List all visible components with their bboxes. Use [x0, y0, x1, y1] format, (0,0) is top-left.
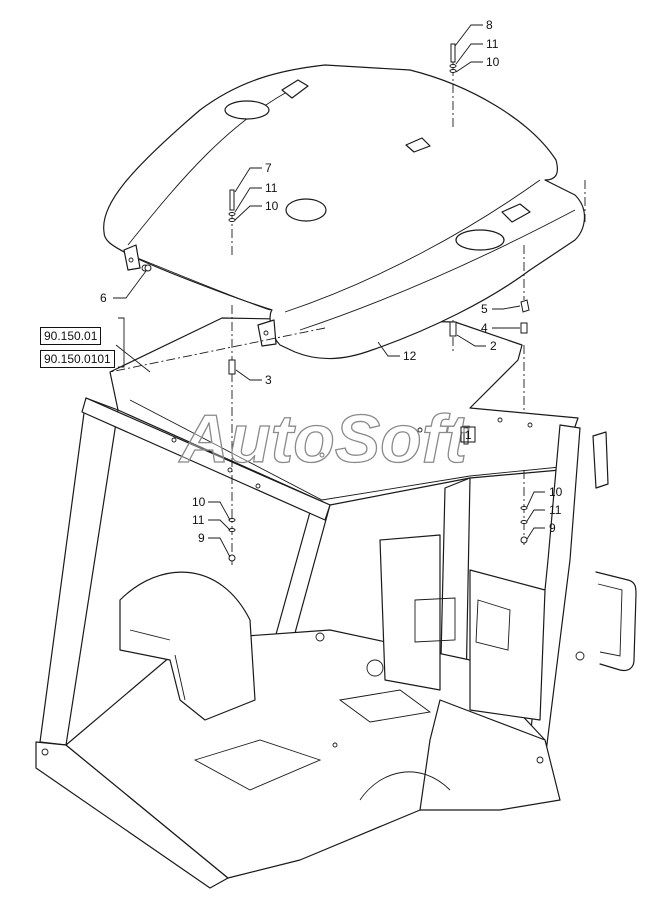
spacer-2 [449, 321, 457, 337]
callout-10: 10 [265, 199, 279, 213]
front-lower-sill [35, 741, 229, 889]
clip-5 [520, 299, 530, 313]
reference-link-90-150-0101[interactable]: 90.150.0101 [40, 350, 115, 368]
callout-10: 10 [549, 485, 563, 499]
watermark-text: AutoSoft [178, 401, 469, 477]
left-fender [119, 571, 256, 721]
callout-9: 9 [198, 531, 205, 545]
washer-11-left [228, 528, 236, 532]
washer-11-top [449, 64, 457, 68]
callout-12: 12 [403, 349, 417, 363]
washer-10-mid [228, 218, 236, 222]
callout-3: 3 [265, 373, 272, 387]
callout-7: 7 [265, 161, 272, 175]
reference-link-90-150-01[interactable]: 90.150.01 [40, 327, 102, 345]
reference-bracket [118, 317, 125, 368]
floor-plate [338, 689, 432, 723]
rear-left-panel [379, 534, 441, 691]
roof-ridge-right [284, 179, 541, 313]
roof-lamp-housing-front [281, 79, 309, 99]
washer-11-mid [228, 212, 236, 216]
washer-11-right [520, 520, 528, 524]
callout-9: 9 [549, 521, 556, 535]
callout-8: 8 [486, 18, 493, 32]
callout-11: 11 [192, 513, 205, 527]
roof-antenna-plate [405, 137, 431, 153]
callout-6: 6 [100, 291, 107, 305]
nut-6 [144, 264, 152, 272]
console-box [414, 597, 511, 651]
left-fender-inner [129, 629, 186, 701]
roof-lower-edge [299, 209, 576, 331]
roof-light-left [224, 100, 270, 120]
spacer-4 [520, 322, 528, 334]
bolt-8 [450, 43, 456, 63]
callout-10: 10 [486, 55, 500, 69]
callout-1: 1 [465, 428, 472, 442]
callout-11: 11 [265, 181, 278, 195]
mirror-mount [592, 431, 609, 489]
frame-holes [41, 417, 585, 764]
bolt-7 [229, 189, 235, 211]
roof-ridge-front [127, 84, 301, 246]
roof-light-right [455, 229, 505, 251]
washer-10-right [520, 506, 528, 510]
washer-10-top [449, 69, 457, 73]
leader-lines [113, 24, 545, 558]
roof-vent-center [285, 198, 327, 222]
callout-numbers: 8 11 10 7 11 10 6 5 4 2 12 3 1 10 11 9 1… [100, 18, 563, 545]
rear-grab-handle-inner [597, 583, 623, 657]
front-upper-beam [81, 397, 331, 521]
roof-left-edge [129, 254, 271, 311]
callout-11: 11 [549, 503, 562, 517]
callout-4: 4 [481, 321, 488, 335]
roof-lamp-housing-rear [501, 203, 531, 223]
nut-9-right [520, 536, 528, 544]
bolt-1 [463, 427, 469, 445]
rear-grab-handle [595, 571, 637, 672]
nut-9-left [228, 554, 236, 562]
roof-panel [103, 64, 585, 360]
frame-roof-inner [129, 399, 571, 501]
callout-1-box [460, 426, 476, 443]
cab-frame [35, 317, 637, 889]
rear-base [419, 699, 561, 811]
callout-11: 11 [486, 37, 499, 51]
fasteners [144, 43, 530, 562]
front-left-pillar [39, 397, 119, 746]
callout-5: 5 [481, 302, 488, 316]
callout-10: 10 [192, 495, 206, 509]
washer-10-left [228, 518, 236, 522]
roof-left-corner-tab [123, 244, 141, 271]
rear-base-arch [359, 771, 451, 801]
callout-2: 2 [490, 339, 497, 353]
floor-panel [193, 739, 322, 791]
spacer-3 [228, 359, 236, 375]
rear-right-panel [469, 569, 546, 721]
roof-rear-corner-tab [257, 319, 277, 347]
